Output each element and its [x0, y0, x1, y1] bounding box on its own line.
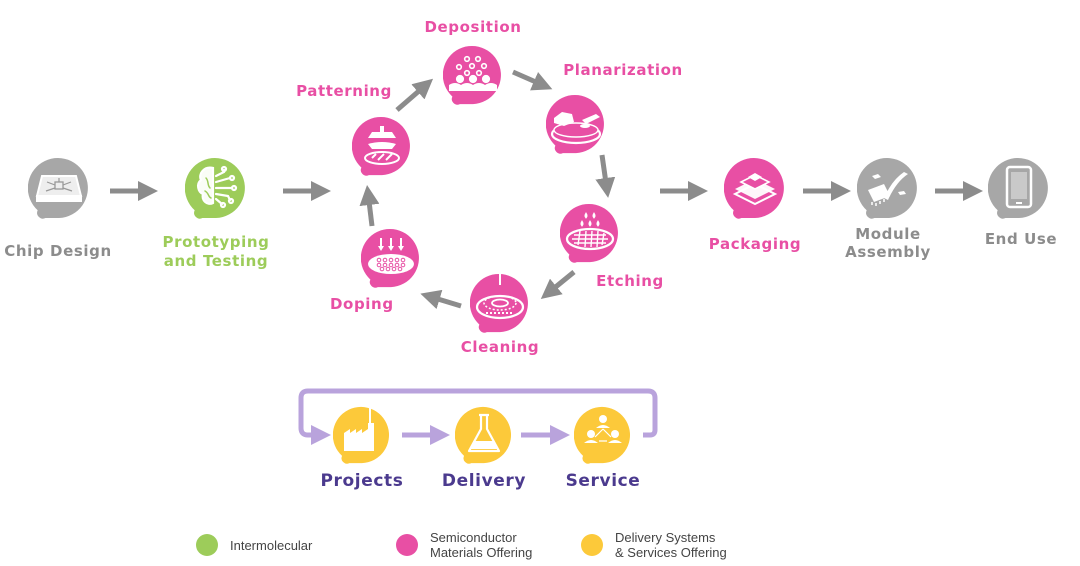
people-network-icon: [584, 415, 622, 443]
node-etching: [560, 203, 618, 263]
legend-swatch-green: [196, 534, 218, 556]
label-patterning: Patterning: [296, 82, 392, 100]
node-deposition: [443, 45, 501, 105]
factory-icon: [344, 423, 374, 451]
label-delivery: Delivery: [441, 471, 527, 491]
node-patterning: [352, 116, 410, 176]
label-deposition: Deposition: [424, 18, 522, 36]
smartphone-icon: [1005, 165, 1033, 209]
arrow-doping-to-patterning: [359, 185, 380, 227]
label-chip-design: Chip Design: [4, 242, 112, 260]
node-projects: [333, 406, 390, 464]
assembly-robot-icon: [868, 172, 908, 206]
cleaning-icon: [475, 294, 525, 320]
doping-icon: [368, 238, 414, 274]
arrow-deposition-to-planarization: [511, 69, 553, 91]
node-packaging: [724, 157, 784, 219]
patterning-icon: [364, 126, 400, 165]
arrow-patterning-to-deposition: [395, 78, 434, 112]
legend-label: Semiconductor Materials Offering: [430, 530, 533, 560]
label-etching: Etching: [596, 272, 664, 290]
arrow-cleaning-to-doping: [420, 289, 462, 310]
node-planarization: [546, 94, 604, 154]
flask-icon: [467, 413, 501, 453]
label-prototyping-line1: Prototyping: [162, 233, 270, 251]
label-module-line1: Module: [855, 225, 921, 243]
legend-label: Intermolecular: [230, 537, 313, 553]
node-chip-design: [28, 157, 88, 219]
node-module-assembly: [857, 157, 917, 219]
deposition-icon: [449, 55, 497, 91]
etching-icon: [565, 212, 615, 251]
label-end-use: End Use: [984, 230, 1058, 248]
label-prototyping-line2: and Testing: [163, 252, 269, 270]
chip-board-icon: [35, 175, 83, 202]
label-planarization: Planarization: [563, 61, 683, 79]
label-cleaning: Cleaning: [460, 338, 540, 356]
stacked-chip-icon: [732, 173, 778, 206]
label-packaging: Packaging: [708, 235, 802, 253]
node-service: [574, 406, 631, 464]
legend-label: Delivery Systems & Services Offering: [615, 530, 727, 560]
label-service: Service: [565, 471, 641, 491]
node-doping: [361, 228, 419, 288]
node-delivery: [455, 406, 512, 464]
legend-swatch-pink: [396, 534, 418, 556]
node-cleaning: [470, 273, 528, 333]
arrow-planarization-to-etching: [595, 154, 616, 198]
legend-item-semiconductor: Semiconductor Materials Offering: [396, 530, 532, 560]
node-end-use: [988, 157, 1048, 219]
cycle-arrows: [359, 69, 616, 310]
legend-swatch-yellow: [581, 534, 603, 556]
legend-item-intermolecular: Intermolecular: [196, 534, 312, 556]
node-prototyping: [185, 157, 245, 219]
arrow-etching-to-cleaning: [540, 270, 576, 300]
label-projects: Projects: [320, 471, 404, 491]
legend-item-delivery-systems: Delivery Systems & Services Offering: [581, 530, 727, 560]
loop-return-path: [298, 388, 658, 445]
planarization-icon: [550, 112, 602, 145]
brain-circuit-icon: [197, 165, 238, 209]
label-doping: Doping: [330, 295, 394, 313]
label-module-line2: Assembly: [845, 243, 931, 261]
services-loop-arrows: [298, 388, 658, 445]
